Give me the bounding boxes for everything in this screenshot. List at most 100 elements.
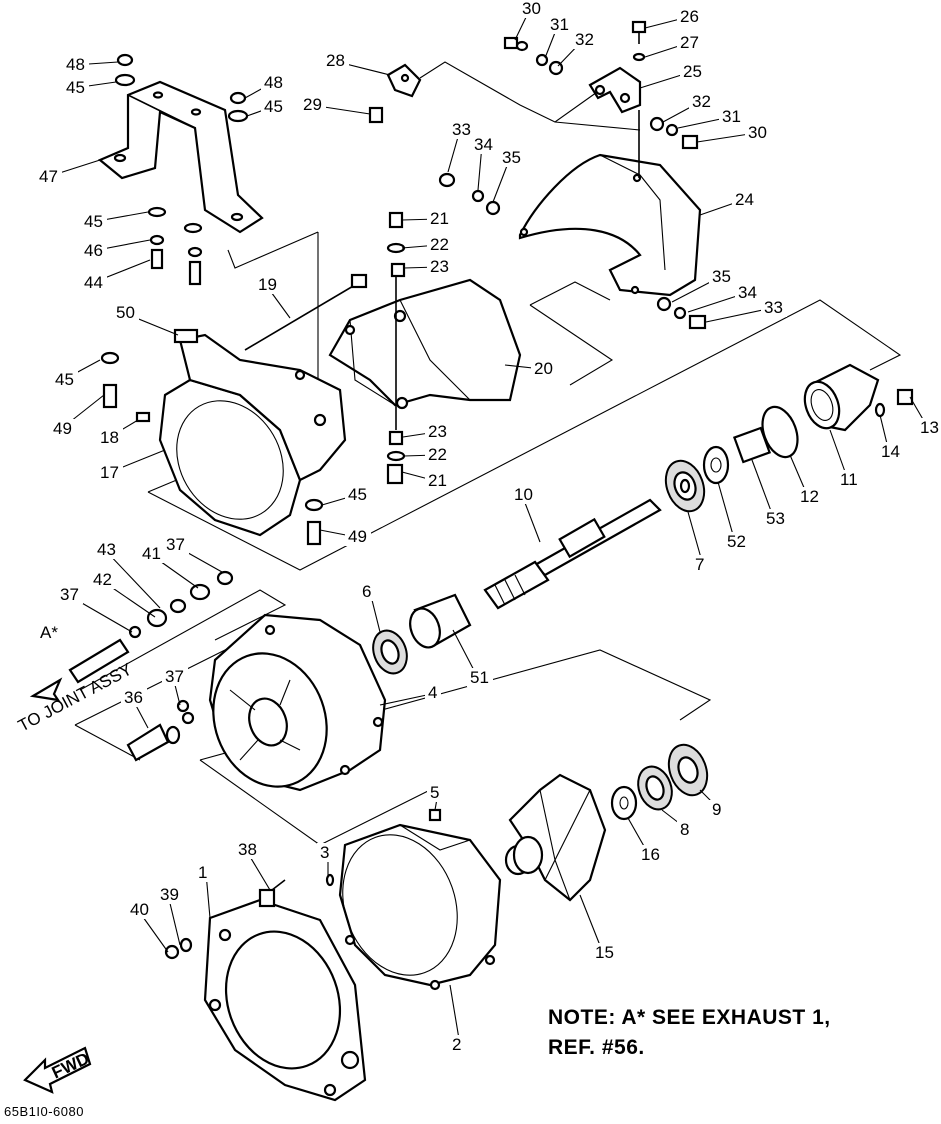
- label-bg-28: [323, 51, 349, 70]
- part-label-42: 42: [93, 570, 112, 589]
- part-label-32a: 32: [575, 30, 594, 49]
- part-label-23b: 23: [428, 422, 447, 441]
- part-label-30b: 30: [748, 123, 767, 142]
- label-bg-15: [592, 943, 618, 962]
- part-label-45a: 45: [66, 78, 85, 97]
- part-label-7: 7: [695, 555, 704, 574]
- shaft-10: [483, 498, 662, 610]
- hardware-housing-4: [29, 570, 234, 762]
- label-bg-49a: [50, 419, 76, 438]
- label-bg-45e: [345, 485, 371, 504]
- label-bg-35a: [499, 148, 525, 167]
- bearings-8-9-16: [428, 743, 709, 822]
- label-bg-11: [837, 470, 863, 489]
- label-bg-50: [113, 303, 139, 322]
- label-bg-48a: [63, 55, 89, 74]
- drawing-code: 65B1I0-6080: [4, 1104, 84, 1119]
- part-label-9: 9: [712, 800, 721, 819]
- label-bg-42: [90, 570, 116, 589]
- label-bg-30b: [745, 123, 771, 142]
- part-label-49b: 49: [348, 527, 367, 546]
- hardware-top-left: [114, 53, 249, 286]
- duct-2: [325, 823, 502, 991]
- part-label-44: 44: [84, 273, 103, 292]
- label-bg-23a: [427, 257, 453, 276]
- label-bg-1: [195, 863, 211, 882]
- part-label-17: 17: [100, 463, 119, 482]
- sleeve-51: [409, 593, 472, 649]
- label-bg-12: [797, 487, 823, 506]
- label-bg-21a: [427, 209, 453, 228]
- part-label-35b: 35: [712, 267, 731, 286]
- part-label-37b: 37: [60, 585, 79, 604]
- label-bg-21b: [425, 471, 451, 490]
- label-bg-4: [425, 683, 441, 702]
- part-label-21b: 21: [428, 471, 447, 490]
- part-label-37c: 37: [165, 667, 184, 686]
- rod-19: [244, 273, 368, 351]
- label-bg-45b: [261, 97, 287, 116]
- part-label-50: 50: [116, 303, 135, 322]
- label-bg-34a: [471, 135, 497, 154]
- label-bg-2: [449, 1035, 465, 1054]
- part-label-20: 20: [534, 359, 553, 378]
- bearing-6: [372, 629, 408, 675]
- label-bg-53: [763, 509, 789, 528]
- label-bg-47: [36, 167, 62, 186]
- label-bg-23b: [425, 422, 451, 441]
- label-bg-10: [511, 485, 537, 504]
- label-bg-20: [531, 359, 557, 378]
- cone-11: [702, 363, 914, 485]
- label-bg-41: [139, 544, 165, 563]
- part-label-21a: 21: [430, 209, 449, 228]
- label-bg-34b: [735, 283, 761, 302]
- part-label-22a: 22: [430, 235, 449, 254]
- label-bg-27: [677, 33, 703, 52]
- label-bg-14: [878, 442, 904, 461]
- label-bg-36: [121, 688, 147, 707]
- part-label-8: 8: [680, 820, 689, 839]
- part-label-31a: 31: [550, 15, 569, 34]
- label-bg-30a: [519, 0, 545, 18]
- part-label-49a: 49: [53, 419, 72, 438]
- label-bg-31b: [719, 107, 745, 126]
- label-bg-40: [127, 900, 153, 919]
- note-line-1: NOTE: A* SEE EXHAUST 1,: [548, 1006, 831, 1029]
- part-label-53: 53: [766, 509, 785, 528]
- part-label-22b: 22: [428, 445, 447, 464]
- label-bg-45d: [52, 370, 78, 389]
- label-bg-37a: [163, 535, 189, 554]
- svg-text:FWD: FWD: [49, 1049, 92, 1083]
- part-label-27: 27: [680, 33, 699, 52]
- group-lines: [74, 61, 902, 846]
- label-bg-51: [467, 668, 493, 687]
- label-bg-44: [81, 273, 107, 292]
- label-bg-26: [677, 7, 703, 26]
- bracket-25: [588, 66, 642, 114]
- part-label-41: 41: [142, 544, 161, 563]
- label-bg-3: [317, 843, 333, 862]
- part-label-36: 36: [124, 688, 143, 707]
- part-label-45e: 45: [348, 485, 367, 504]
- part-label-52: 52: [727, 532, 746, 551]
- label-bg-33b: [761, 298, 787, 317]
- part-label-51: 51: [470, 668, 489, 687]
- label-bg-17: [97, 463, 123, 482]
- label-bg-7: [692, 555, 708, 574]
- part-label-38: 38: [238, 840, 257, 859]
- part-label-47: 47: [39, 167, 58, 186]
- bracket-47: [97, 80, 264, 234]
- label-bg-33a: [449, 120, 475, 139]
- part-label-23a: 23: [430, 257, 449, 276]
- housing-20: [328, 211, 522, 485]
- note-line-2: REF. #56.: [548, 1036, 645, 1059]
- part-label-28: 28: [326, 51, 345, 70]
- label-bg-37b: [57, 585, 83, 604]
- label-bg-22b: [425, 445, 451, 464]
- label-bg-29: [300, 95, 326, 114]
- part-label-31b: 31: [722, 107, 741, 126]
- label-bg-38: [235, 840, 261, 859]
- part-label-16: 16: [641, 845, 660, 864]
- part-label-6: 6: [362, 582, 371, 601]
